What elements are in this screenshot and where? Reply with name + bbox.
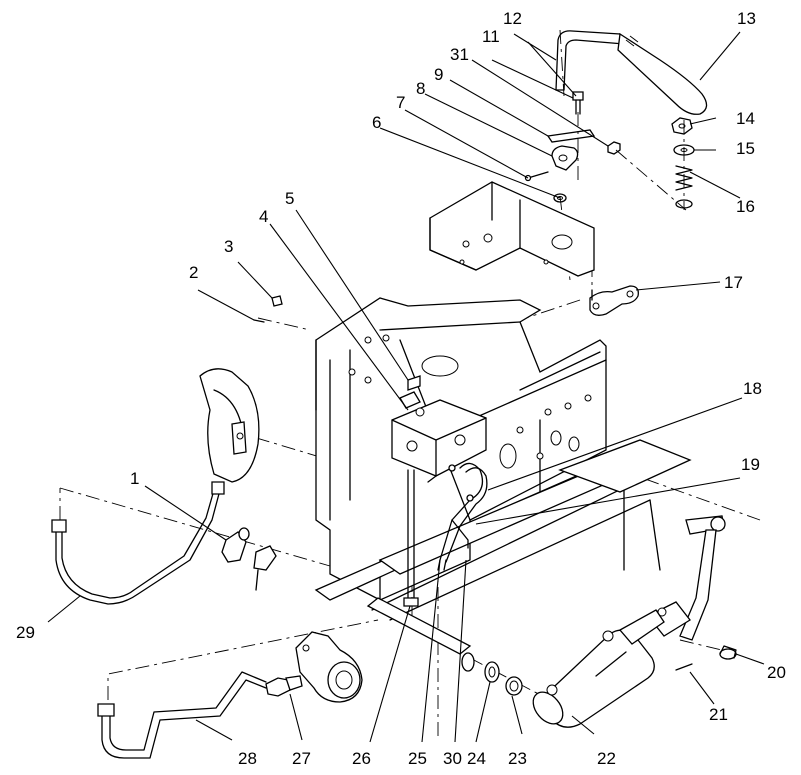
bolt-11 [572,91,584,115]
callout-30: 30 [443,749,462,768]
callout-5: 5 [285,189,294,208]
callout-29: 29 [16,623,35,642]
callout-23: 23 [508,749,527,768]
callout-2: 2 [189,263,198,282]
hydraulic-cylinder-22 [532,609,665,728]
elbow-fitting-1 [221,527,250,563]
valve-block [391,375,487,477]
control-arm [646,515,726,641]
pump-upper [199,368,260,483]
lever-knob [617,32,708,115]
hydraulic-lines [427,462,488,571]
callout-26: 26 [352,749,371,768]
console-bracket [429,181,595,277]
pivot-8 [551,145,579,171]
callout-11: 11 [482,27,500,46]
bolt-26 [403,469,419,607]
fitting-27 [265,675,303,697]
callout-24: 24 [467,749,486,768]
washer-23 [505,676,523,696]
screw-2 [253,319,265,323]
leader-lines [47,31,765,743]
cotter-pin-21 [675,663,693,671]
lever-bracket-9 [546,129,596,143]
linkage-arm-17 [589,285,639,316]
callout-20: 20 [767,663,786,682]
callout-15: 15 [736,139,755,158]
frame-rails [314,439,692,621]
hydraulic-line-29 [51,481,225,605]
nut-14 [671,117,693,135]
callout-labels: 1 2 3 4 5 6 7 8 9 31 11 12 13 14 15 16 1… [16,9,786,768]
callout-28: 28 [238,749,257,768]
callout-18: 18 [743,379,762,398]
fitting-elbow-2 [253,545,277,591]
callout-27: 27 [292,749,311,768]
bushing-24 [484,661,500,683]
callout-13: 13 [737,9,756,28]
callout-17: 17 [724,273,743,292]
callout-22: 22 [597,749,616,768]
hydraulic-line-28 [97,671,267,759]
callout-19: 19 [741,455,760,474]
screw-3 [271,295,283,307]
callout-8: 8 [416,79,425,98]
callout-21: 21 [709,705,728,724]
callout-1: 1 [130,469,139,488]
pump-lower [295,631,363,703]
callout-4: 4 [259,207,268,226]
callout-16: 16 [736,197,755,216]
callout-12: 12 [503,9,522,28]
callout-7: 7 [396,93,405,112]
pin-7 [524,171,549,182]
callout-3: 3 [224,237,233,256]
cap-20 [719,645,737,660]
callout-31: 31 [450,45,469,64]
callout-6: 6 [372,113,381,132]
callout-14: 14 [736,109,755,128]
control-lever [555,30,625,91]
shaft [366,597,475,672]
callout-25: 25 [408,749,427,768]
callout-9: 9 [434,65,443,84]
